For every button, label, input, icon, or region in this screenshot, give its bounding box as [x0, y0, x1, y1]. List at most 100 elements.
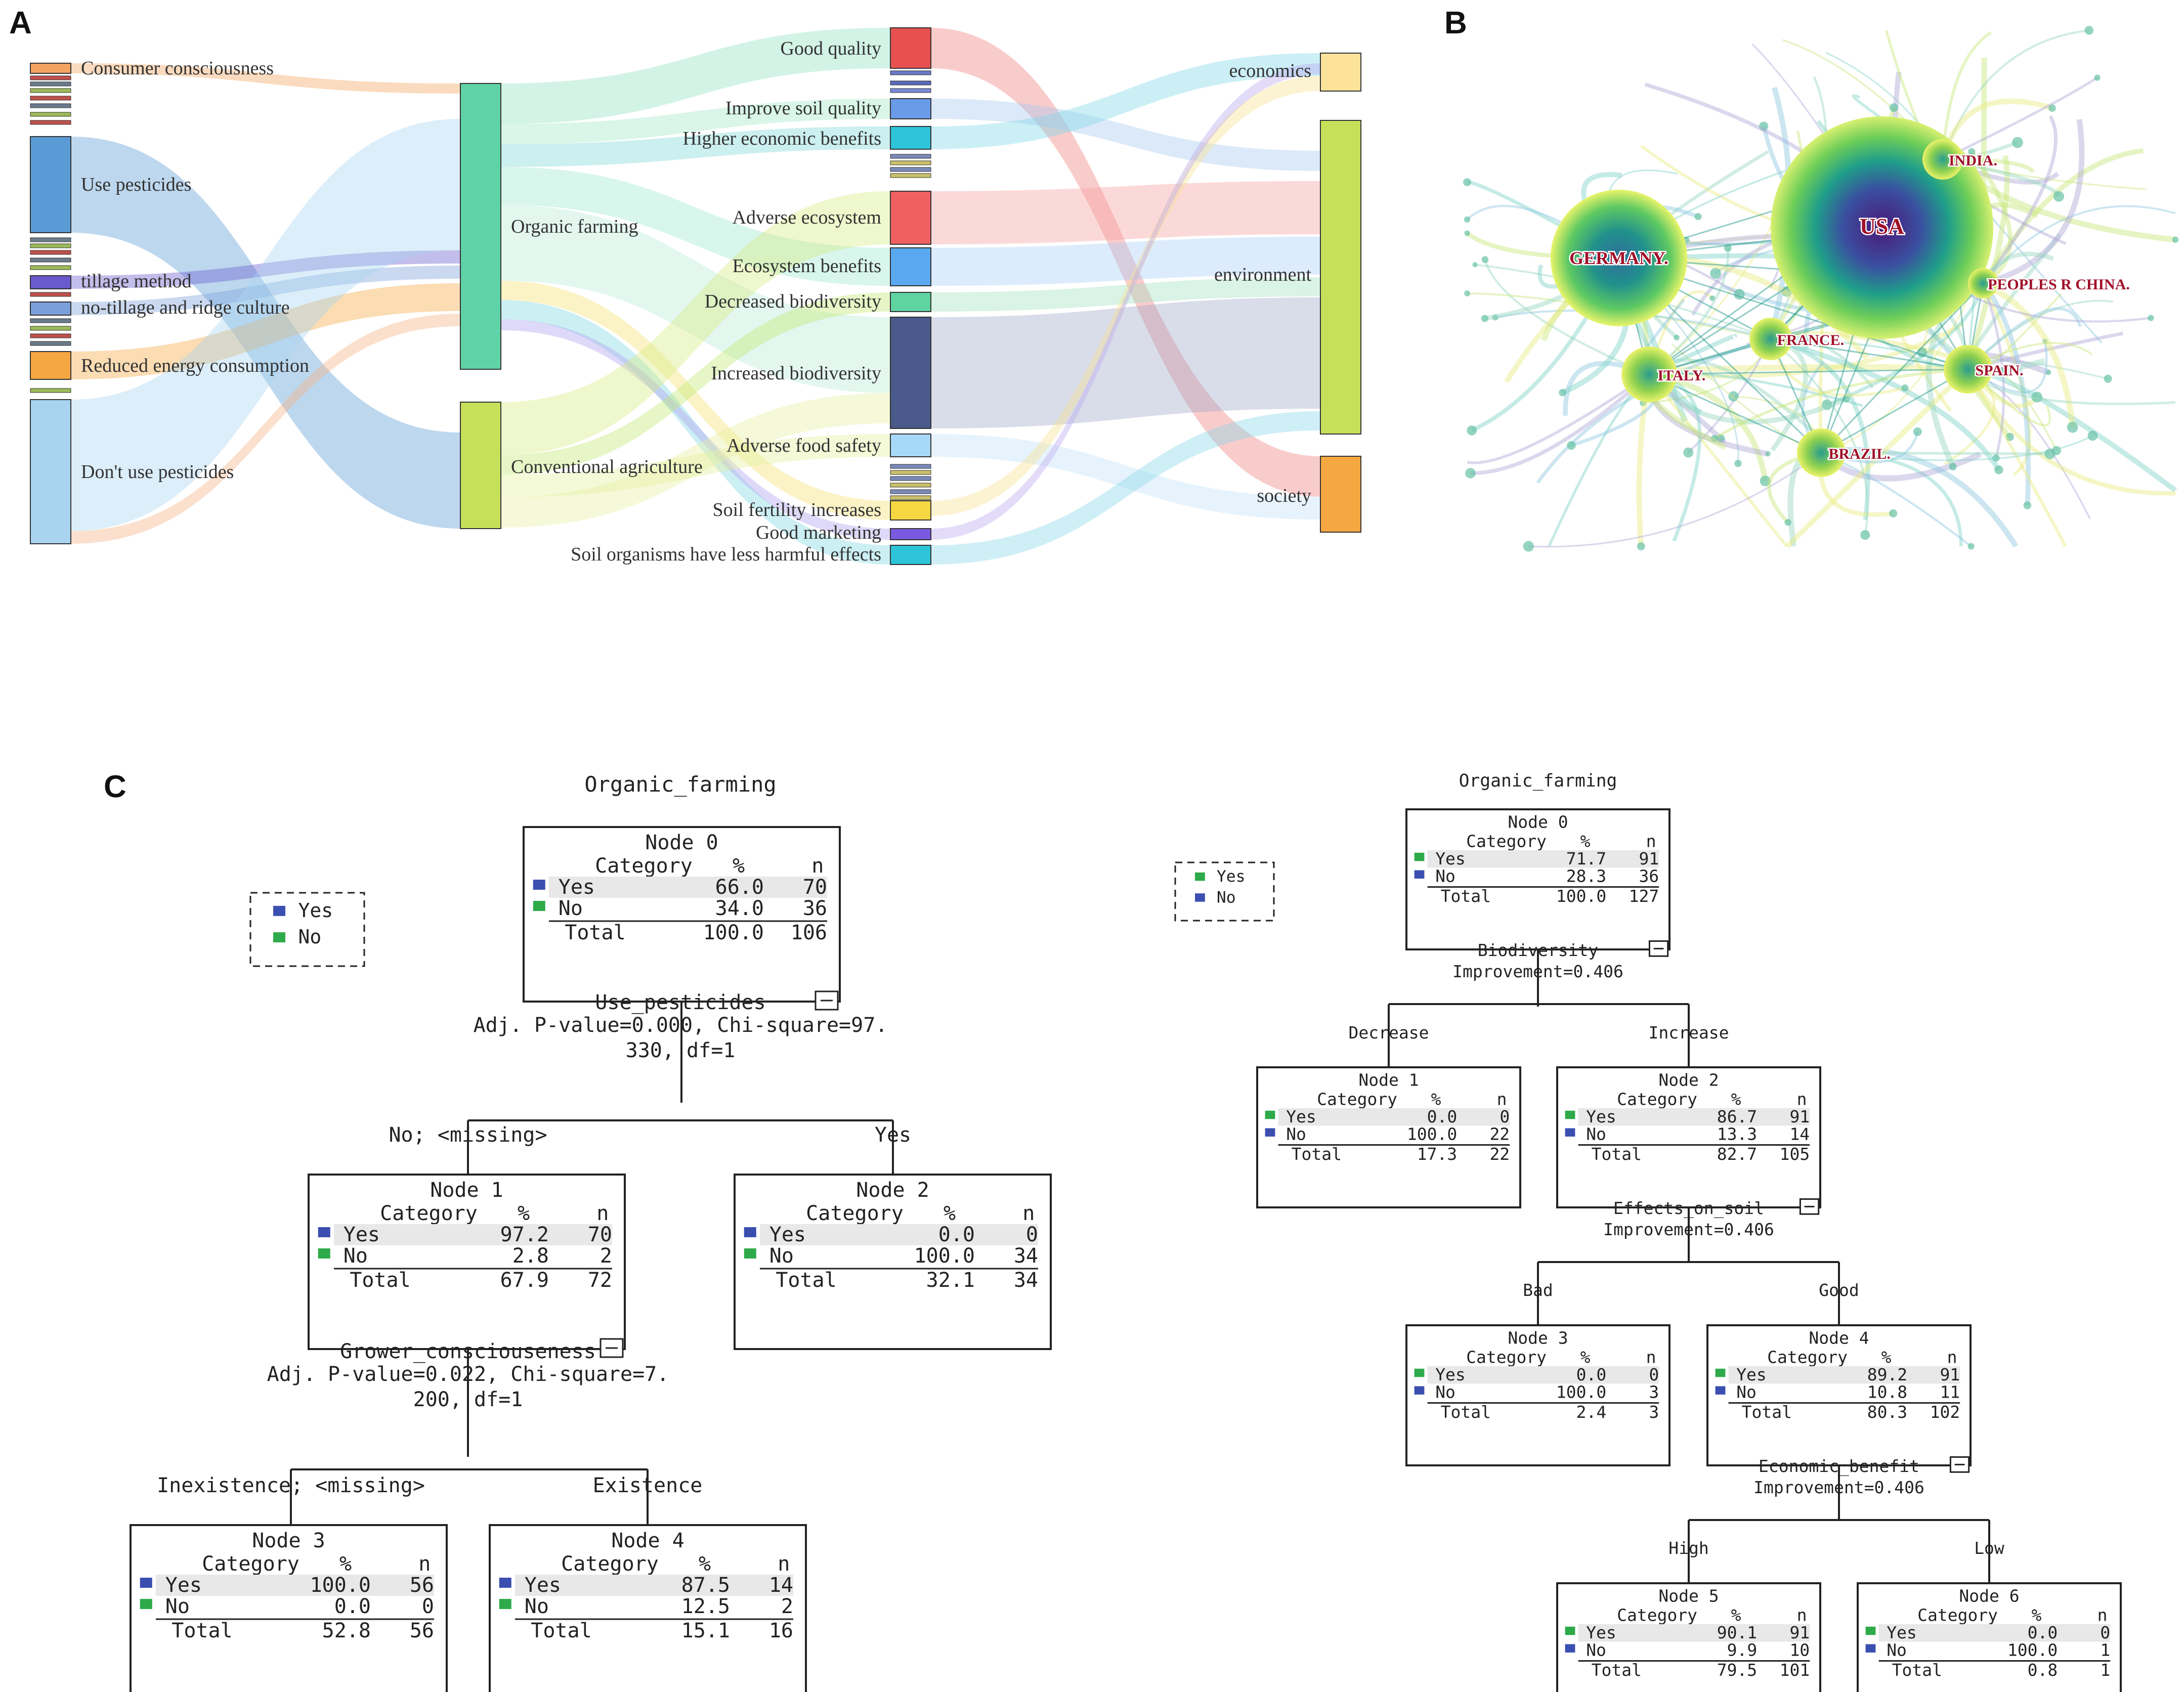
tree-row-category: Yes: [1586, 1107, 1616, 1126]
sankey-node-eco-benefits: [890, 247, 931, 286]
sankey-node-misc: [890, 470, 931, 475]
tree-row-category: No: [1586, 1124, 1606, 1144]
tree-row-pct: 12.5: [681, 1595, 730, 1618]
tree-row-n: 11: [1940, 1382, 1960, 1402]
tree-row-swatch: [1414, 1368, 1425, 1377]
network-minor-node: [2005, 432, 2014, 441]
network-minor-node: [2094, 74, 2101, 81]
sankey-flow: [501, 205, 890, 393]
network-minor-node: [2067, 421, 2078, 433]
sankey-label-notill: no-tillage and ridge culture: [81, 297, 290, 318]
tree-row-swatch: [140, 1578, 152, 1588]
sankey-nodes: [30, 27, 1361, 565]
tree-header-pct: %: [1881, 1347, 1892, 1367]
tree-row-category: Yes: [1435, 1365, 1466, 1384]
network-edge: [1649, 322, 1964, 379]
sankey-flow: [931, 411, 1320, 565]
network-edge: [1982, 282, 2032, 476]
tree-row-pct: 0.0: [2028, 1623, 2058, 1642]
network-minor-node: [2087, 430, 2098, 441]
tree-total-pct: 100.0: [703, 921, 764, 944]
tree-row-swatch: [533, 901, 545, 911]
tree-total-n: 106: [791, 921, 827, 944]
tree-row-category: Yes: [559, 876, 595, 899]
network-edge: [1941, 31, 1992, 160]
tree-split-label: Improvement=0.406: [1452, 962, 1623, 981]
sankey-flow: [501, 292, 890, 474]
network-edge: [1649, 368, 1968, 375]
tree-row-swatch: [1414, 1386, 1425, 1395]
network-edge: [1821, 368, 1968, 454]
tree-title: Organic_farming: [1459, 771, 1617, 791]
sankey-node-dont: [30, 399, 71, 544]
tree-total-pct: 2.4: [1576, 1402, 1607, 1422]
tree-row-swatch: [140, 1599, 152, 1609]
tree-row-highlight: [549, 877, 827, 898]
tree-row-category: No: [559, 897, 583, 920]
sankey-flow: [501, 300, 890, 565]
tree-header-n: n: [1797, 1089, 1807, 1109]
country-node-france: [1749, 318, 1792, 360]
tree-header-category: Category: [806, 1202, 904, 1225]
sankey-flow: [71, 314, 460, 544]
network-edge: [1982, 119, 2085, 286]
tree-row-swatch: [744, 1248, 756, 1259]
tree-row-swatch: [1865, 1644, 1876, 1653]
network-minor-node: [1968, 148, 1976, 156]
tree-total-n: 105: [1780, 1144, 1810, 1164]
country-node-spain: [1944, 345, 1992, 394]
tree-header-n: n: [1022, 1202, 1035, 1225]
sankey-flow: [71, 119, 460, 531]
tree-row-n: 2: [600, 1244, 612, 1268]
tree-total-label: Total: [1592, 1660, 1642, 1680]
tree-total-n: 101: [1780, 1660, 1810, 1680]
tree-row-highlight: [760, 1224, 1038, 1245]
tree-row-highlight: [1427, 850, 1659, 868]
network-edge: [1967, 299, 2113, 370]
network-edge: [1467, 373, 1650, 464]
tree-node-box-n0: [523, 826, 841, 1003]
tree-header-category: Category: [561, 1552, 659, 1576]
network-minor-node: [1913, 427, 1922, 436]
tree-header-category: Category: [1917, 1605, 1998, 1625]
tree-row-pct: 0.0: [1427, 1107, 1458, 1126]
tree-total-pct: 52.8: [322, 1619, 371, 1642]
tree-total-label: Total: [350, 1269, 410, 1292]
sankey-node-soil-org: [890, 545, 931, 565]
sankey-flow: [931, 28, 1320, 497]
network-minor-node: [1674, 334, 1680, 340]
sankey-node-organic: [460, 83, 501, 370]
network-edge: [1821, 451, 1963, 547]
tree-row-category: No: [769, 1244, 794, 1268]
sankey-node-adverse-food: [890, 433, 931, 457]
tree-row-pct: 71.7: [1566, 849, 1606, 869]
network-minor-node: [1821, 399, 1832, 410]
network-minor-node: [1760, 475, 1771, 487]
tree-total-label: Total: [1742, 1402, 1792, 1422]
tree-row-pct: 90.1: [1717, 1623, 1757, 1642]
legend-label-yes: Yes: [1217, 867, 1246, 886]
tree-header-category: Category: [1466, 1347, 1547, 1367]
network-minor-node: [1710, 268, 1722, 279]
tree-row-pct: 100.0: [1407, 1124, 1457, 1144]
sankey-label-increased-bio: Increased biodiversity: [711, 363, 881, 384]
network-minor-node: [1464, 230, 1470, 236]
tree-split-label: Effects_on_soil: [1613, 1198, 1764, 1219]
tree-split-label: Inexistence; <missing>: [157, 1474, 425, 1497]
country-label-brazil: BRAZIL.: [1828, 446, 1891, 462]
network-minor-node: [1637, 542, 1645, 550]
tree-header-pct: %: [1580, 1347, 1591, 1367]
tree-row-category: Yes: [344, 1223, 380, 1246]
tree-total-pct: 0.8: [2028, 1660, 2058, 1680]
sankey-label-energy: Reduced energy consumption: [81, 355, 309, 376]
tree-split-label: Decrease: [1349, 1023, 1429, 1043]
tree-total-pct: 80.3: [1867, 1402, 1907, 1422]
country-node-italy: [1621, 346, 1677, 402]
sankey-flow: [931, 181, 1320, 244]
sankey-flow: [71, 250, 460, 289]
network-edge: [1967, 368, 2051, 427]
network-edge: [1770, 336, 1870, 520]
tree-row-swatch: [1565, 1128, 1575, 1137]
tree-row-pct: 89.2: [1867, 1365, 1907, 1384]
tree-total-pct: 15.1: [681, 1619, 730, 1642]
